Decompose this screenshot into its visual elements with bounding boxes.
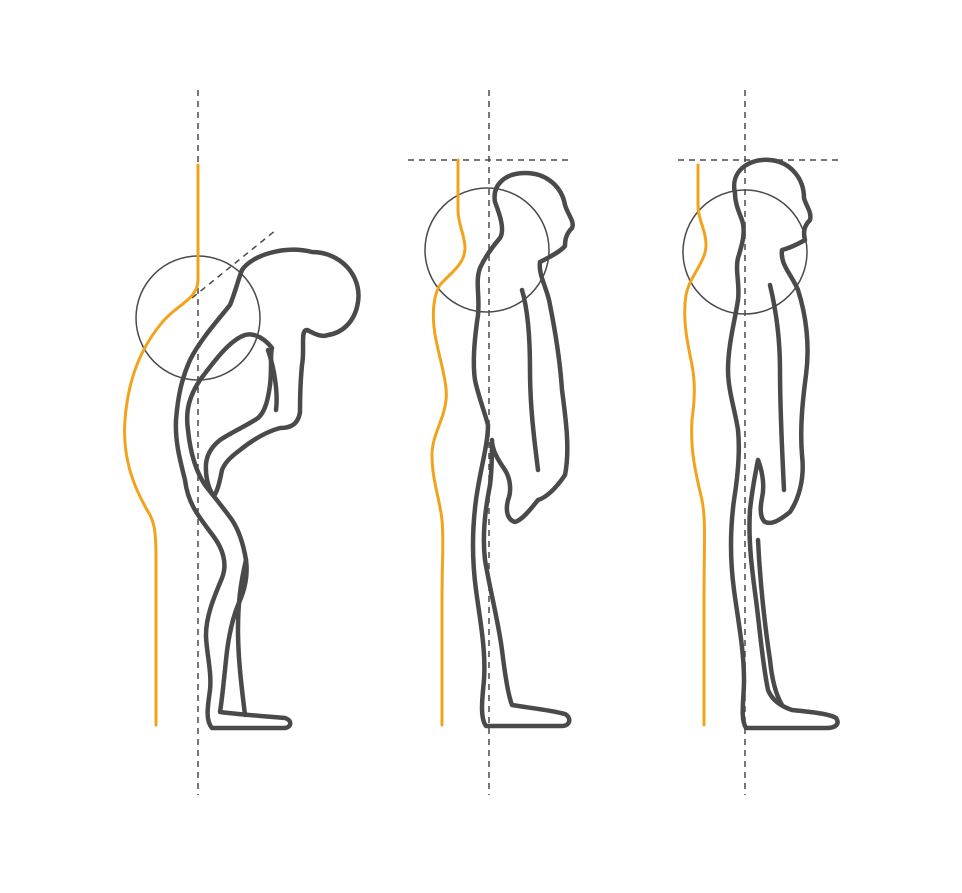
body-outline-1: [173, 247, 361, 731]
body-outline-2: [470, 170, 575, 729]
spine-line-1: [123, 163, 200, 727]
figure-upright: [678, 90, 840, 795]
figure-slightly-curved: [408, 90, 575, 795]
leg-inner-line-3: [755, 537, 785, 708]
leg-inner-line-1: [235, 557, 249, 718]
spine-line-2: [430, 158, 467, 727]
figure-stooped: [123, 90, 361, 795]
spine-line-3: [683, 163, 708, 727]
body-outline-3: [725, 157, 840, 731]
arm-outline-2: [519, 287, 541, 473]
head-tilt-guide-line: [191, 229, 277, 299]
spine-curve-circle-2: [424, 187, 550, 313]
spine-curve-circle-3: [682, 189, 808, 315]
arm-outline-3: [767, 282, 787, 493]
arm-outline-1: [265, 347, 279, 413]
